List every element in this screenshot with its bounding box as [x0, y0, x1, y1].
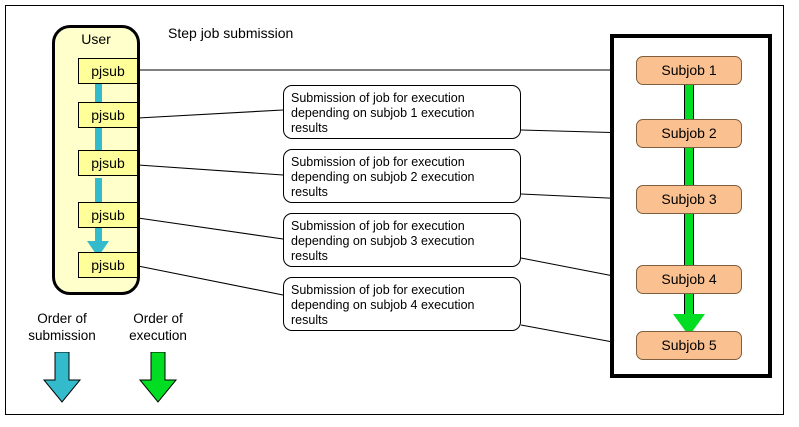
legend-execution-arrow-icon: [138, 352, 178, 403]
execution-flow-bar-1: [684, 80, 694, 124]
subjob-node-1[interactable]: Subjob 1: [636, 56, 742, 85]
pjsub-command-2[interactable]: pjsub: [78, 102, 138, 128]
legend-submission-line2: submission: [28, 328, 96, 343]
execution-flow-bar-3: [684, 212, 694, 270]
callout-subjob-1: Submission of job for execution dependin…: [283, 85, 521, 139]
callout-subjob-3: Submission of job for execution dependin…: [283, 213, 521, 267]
pjsub-command-5[interactable]: pjsub: [78, 252, 138, 278]
execution-flow-arrow: [673, 314, 705, 336]
pjsub-command-4[interactable]: pjsub: [78, 202, 138, 228]
step-job-submission-label: Step job submission: [168, 25, 294, 41]
submission-flow-bar-1: [95, 84, 102, 102]
subjob-node-4[interactable]: Subjob 4: [636, 265, 742, 294]
subjob-node-3[interactable]: Subjob 3: [636, 185, 742, 214]
submission-flow-bar-3: [95, 178, 102, 202]
legend-submission-line1: Order of: [37, 311, 87, 326]
legend-submission-arrow-icon: [42, 352, 82, 403]
legend-order-of-execution: Order of execution: [108, 310, 208, 344]
callout-subjob-4: Submission of job for execution dependin…: [283, 277, 521, 331]
submission-flow-bar-2: [95, 128, 102, 150]
execution-flow-bar-2: [684, 146, 694, 190]
execution-flow-bar-4: [684, 292, 694, 316]
pjsub-command-3[interactable]: pjsub: [78, 150, 138, 176]
subjob-node-2[interactable]: Subjob 2: [636, 119, 742, 148]
subjob-node-5[interactable]: Subjob 5: [636, 331, 742, 360]
user-panel-label: User: [81, 31, 111, 47]
legend-execution-line1: Order of: [133, 311, 183, 326]
callout-subjob-2: Submission of job for execution dependin…: [283, 149, 521, 203]
legend-order-of-submission: Order of submission: [12, 310, 112, 344]
pjsub-command-1[interactable]: pjsub: [78, 58, 138, 84]
legend-execution-line2: execution: [129, 328, 187, 343]
submission-flow-bar-4: [95, 228, 102, 242]
